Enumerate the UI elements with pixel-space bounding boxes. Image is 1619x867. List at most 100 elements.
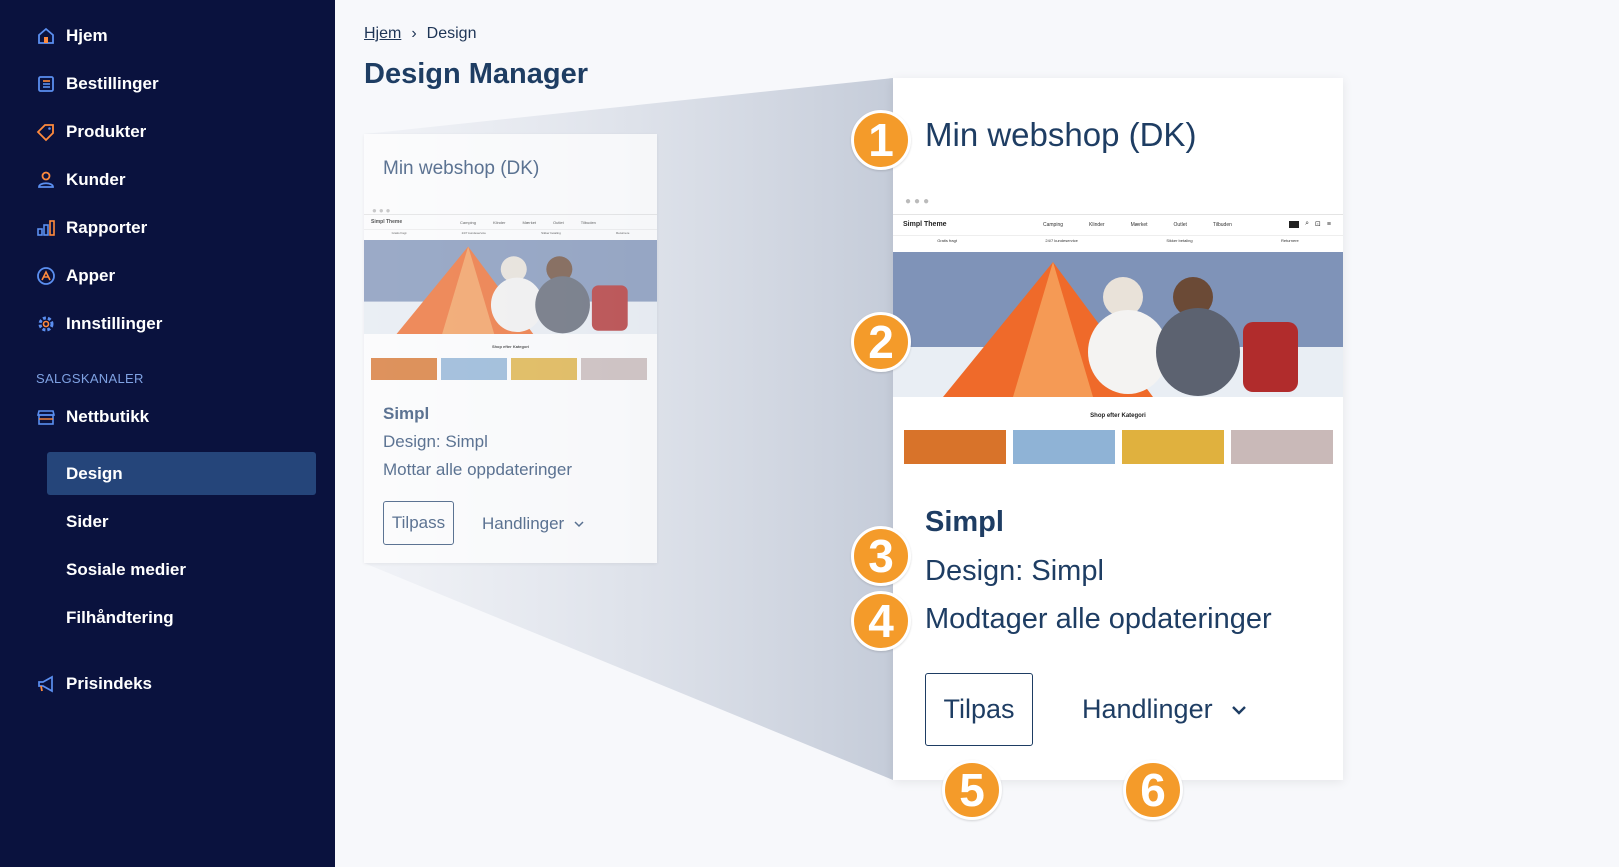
sidebar-item-label: Hjem	[66, 26, 108, 45]
store-icon	[36, 407, 56, 427]
actions-dropdown[interactable]: Handlinger	[1082, 694, 1247, 725]
callout-badge-3: 3	[851, 526, 911, 586]
tag-icon	[36, 122, 56, 142]
chevron-right-icon: ›	[411, 25, 417, 42]
preview-menu-item: Outlet	[1173, 222, 1187, 228]
updates-label: Modtager alle opdateringer	[925, 603, 1272, 635]
sidebar-subitem-social-media[interactable]: Sosiale medier	[66, 555, 186, 585]
updates-label: Mottar alle oppdateringer	[383, 460, 573, 479]
theme-card-small: Min webshop (DK) ●●● Simpl Theme Camping…	[364, 134, 657, 563]
callout-badge-5: 5	[942, 760, 1002, 820]
sidebar-item-apps[interactable]: Apper	[36, 261, 115, 291]
preview-brand: Simpl Theme	[371, 219, 403, 225]
preview-menu-item: Tilbuden	[1212, 222, 1232, 228]
preview-info-item: 24/7 kundeservice	[461, 231, 486, 235]
preview-nav: Simpl Theme Camping Klinder Mærket Outle…	[364, 214, 657, 230]
preview-nav-icons: ⌕ ⊡ ≡	[1289, 220, 1331, 228]
callout-badge-4: 4	[851, 591, 911, 651]
bar-chart-icon	[36, 218, 56, 238]
sidebar-item-price-index[interactable]: Prisindeks	[36, 669, 152, 699]
chevron-down-icon	[574, 514, 584, 534]
category-thumb	[1231, 430, 1333, 464]
theme-name: Simpl	[925, 506, 1004, 538]
orders-icon	[36, 74, 56, 94]
sidebar-subitem-label: Sider	[66, 512, 109, 531]
cart-icon: ⊡	[1315, 221, 1321, 228]
preview-brand: Simpl Theme	[903, 221, 947, 228]
sidebar: Hjem Bestillinger Produkter Kunder Rappo…	[0, 0, 335, 867]
chevron-down-icon	[1231, 694, 1247, 725]
sidebar-item-label: Rapporter	[66, 218, 148, 237]
customize-button[interactable]: Tilpas	[925, 673, 1033, 746]
preview-info-item: Gratis fragt	[391, 231, 407, 235]
preview-info-bar: Gratis fragt 24/7 kundeservice Sikker be…	[364, 231, 657, 235]
category-thumb	[441, 358, 507, 380]
breadcrumb: Hjem › Design	[364, 25, 476, 43]
preview-info-item: Sikker betaling	[1166, 238, 1193, 243]
section-label-sales-channels: SALGSKANALER	[36, 371, 144, 386]
sidebar-item-home[interactable]: Hjem	[36, 21, 108, 51]
customize-button[interactable]: Tilpass	[383, 501, 454, 545]
sidebar-item-settings[interactable]: Innstillinger	[36, 309, 162, 339]
category-thumb	[904, 430, 1006, 464]
theme-preview-image: Simpl Theme Camping Klinder Mærket Outle…	[893, 214, 1343, 476]
sidebar-item-reports[interactable]: Rapporter	[36, 213, 147, 243]
sidebar-item-label: Produkter	[66, 122, 147, 141]
preview-menu-item: Mærket	[522, 220, 537, 225]
preview-category-thumbs	[904, 430, 1333, 464]
theme-preview-image: Simpl Theme Camping Klinder Mærket Outle…	[364, 214, 657, 382]
preview-menu-item: Tilbuden	[580, 220, 596, 225]
actions-dropdown[interactable]: Handlinger	[482, 514, 584, 534]
sidebar-subitem-file-management[interactable]: Filhåndtering	[66, 603, 174, 633]
preview-menu-item: Klinder	[493, 220, 506, 225]
sidebar-item-label: Innstillinger	[66, 314, 163, 333]
sidebar-item-label: Bestillinger	[66, 74, 159, 93]
sidebar-item-orders[interactable]: Bestillinger	[36, 69, 159, 99]
preview-menu-item: Camping	[1043, 222, 1064, 228]
sidebar-subitem-design[interactable]: Design	[66, 459, 123, 489]
sidebar-item-label: Apper	[66, 266, 116, 285]
category-thumb	[1013, 430, 1115, 464]
actions-label: Handlinger	[482, 514, 565, 533]
search-icon: ⌕	[1305, 220, 1310, 227]
category-thumb	[371, 358, 437, 380]
apps-icon	[36, 266, 56, 286]
design-label: Design: Simpl	[925, 555, 1104, 587]
callout-badge-1: 1	[851, 110, 911, 170]
preview-menu-item: Klinder	[1089, 222, 1105, 228]
user-icon	[36, 170, 56, 190]
currency-icon	[1289, 220, 1300, 228]
sidebar-item-label: Nettbutikk	[66, 407, 150, 426]
sidebar-item-webshop[interactable]: Nettbutikk	[36, 402, 149, 432]
preview-nav: Simpl Theme Camping Klinder Mærket Outle…	[893, 214, 1343, 236]
actions-label: Handlinger	[1082, 694, 1213, 724]
breadcrumb-current: Design	[426, 25, 477, 42]
category-thumb	[1122, 430, 1224, 464]
sidebar-item-products[interactable]: Produkter	[36, 117, 146, 147]
sidebar-item-customers[interactable]: Kunder	[36, 165, 126, 195]
sidebar-active-highlight	[47, 452, 316, 495]
preview-info-item: Gratis fragt	[937, 238, 957, 243]
design-label: Design: Simpl	[383, 432, 488, 451]
page-title: Design Manager	[364, 58, 588, 90]
preview-menu-item: Outlet	[553, 220, 564, 225]
preview-category-thumbs	[371, 358, 647, 380]
sidebar-item-label: Kunder	[66, 170, 126, 189]
sidebar-subitem-label: Design	[66, 464, 123, 483]
preview-info-item: Returnere	[1280, 238, 1299, 243]
preview-info-item: Sikker betaling	[541, 231, 561, 235]
preview-menu-item: Camping	[460, 220, 477, 225]
breadcrumb-home-link[interactable]: Hjem	[364, 25, 402, 42]
preview-hero-image	[364, 240, 657, 334]
theme-card-large: Min webshop (DK) ●●● Simpl Theme Camping…	[893, 78, 1343, 780]
menu-icon: ≡	[1326, 220, 1331, 228]
category-thumb	[511, 358, 577, 380]
sidebar-subitem-pages[interactable]: Sider	[66, 507, 109, 537]
preview-category-title: Shop efter Kategori	[491, 344, 530, 349]
shop-title: Min webshop (DK)	[925, 116, 1197, 153]
gear-icon	[36, 314, 56, 334]
window-dots-icon: ●●●	[905, 196, 933, 207]
preview-info-item: 24/7 kundeservice	[1045, 238, 1078, 243]
theme-name: Simpl	[383, 404, 430, 423]
preview-category-title: Shop efter Kategori	[1090, 413, 1146, 419]
